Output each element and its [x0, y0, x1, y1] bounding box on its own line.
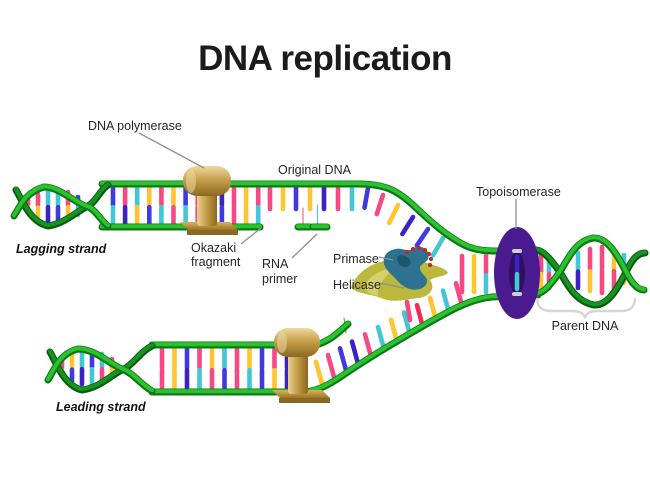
dna-polymerase-clamp-bottom	[272, 328, 330, 403]
base-pair-rung	[374, 192, 386, 217]
label-parent-dna: Parent DNA	[552, 319, 619, 333]
clamp-body	[288, 350, 308, 394]
backbone-strand	[98, 180, 542, 255]
red-dot	[426, 251, 432, 257]
base-pair-rung	[404, 299, 413, 323]
base-pair-rung	[362, 185, 371, 210]
label-rna-primer-line1: RNA	[262, 257, 289, 271]
ring-strand-nub-bottom	[512, 292, 522, 296]
label-topoisomerase: Topoisomerase	[476, 185, 561, 199]
backbone-strand-highlight	[46, 346, 154, 393]
red-dot	[428, 256, 434, 262]
base-pair-rung	[430, 235, 446, 258]
page-title: DNA replication	[198, 39, 452, 78]
label-leading-strand: Leading strand	[56, 400, 146, 414]
parent-dna-brace	[535, 297, 637, 320]
red-dot	[410, 246, 416, 252]
red-dot	[404, 249, 410, 255]
base-pair-rung	[362, 332, 374, 359]
bottom-left-helix	[44, 342, 156, 395]
red-dot	[416, 245, 422, 251]
label-okazaki-fragment-line1: Okazaki	[191, 241, 236, 255]
backbone-strand-highlight	[100, 181, 540, 253]
lagging-strand-duplex	[98, 180, 542, 258]
base-pair-rung	[337, 346, 349, 373]
topoisomerase-ring	[494, 227, 540, 319]
label-helicase: Helicase	[333, 278, 381, 292]
clamp-tube-highlight	[277, 331, 287, 353]
dna-polymerase-clamp-top	[180, 166, 238, 235]
label-original-dna: Original DNA	[278, 163, 352, 177]
base-pair-rung	[375, 324, 387, 352]
label-rna-primer-line2: primer	[262, 272, 297, 286]
backbone-strand-highlight	[535, 247, 647, 307]
leader-helicase	[379, 282, 405, 289]
primase-shade	[397, 255, 411, 268]
primase-body	[383, 246, 429, 290]
leader-dna-polymerase	[138, 132, 205, 169]
leader-rna-primer	[291, 233, 318, 259]
base-pair-rung	[386, 202, 401, 226]
base-pair-rung	[400, 214, 416, 237]
base-pair-rung	[349, 339, 361, 366]
parent-dna-brace-path	[535, 297, 637, 320]
base-pair-rung	[313, 359, 325, 387]
clamp-tube-highlight	[186, 169, 196, 193]
helicase-highlight	[364, 268, 394, 296]
clamp-base-front	[187, 230, 238, 235]
label-lagging-strand: Lagging strand	[16, 242, 107, 256]
red-dotted-arc	[404, 245, 434, 268]
base-pair-rung	[414, 226, 431, 248]
primase-blob	[383, 246, 429, 290]
base-pair-rung	[325, 352, 337, 380]
clamp-tube	[183, 166, 231, 196]
clamp-base-front	[279, 398, 330, 403]
red-dot	[422, 247, 428, 253]
base-pair-rung	[453, 281, 465, 308]
top-left-helix	[10, 181, 112, 230]
leading-strand-duplex	[148, 281, 542, 396]
ring-strand-nub-top	[512, 249, 522, 253]
label-dna-polymerase: DNA polymerase	[88, 119, 182, 133]
label-okazaki-fragment-line2: fragment	[191, 255, 241, 269]
backbone-strand-highlight	[48, 343, 154, 392]
backbone-strand-highlight	[14, 182, 110, 228]
backbone-strand-highlight	[150, 292, 540, 394]
red-dot	[427, 262, 433, 268]
backbone-strand-highlight	[535, 235, 646, 296]
leader-lines	[138, 132, 517, 289]
parent-dna-helix	[533, 234, 649, 309]
leader-okazaki-fragment	[240, 227, 262, 245]
label-primase: Primase	[333, 252, 379, 266]
backbone-strand-highlight	[12, 184, 110, 228]
leader-primase	[378, 256, 394, 261]
